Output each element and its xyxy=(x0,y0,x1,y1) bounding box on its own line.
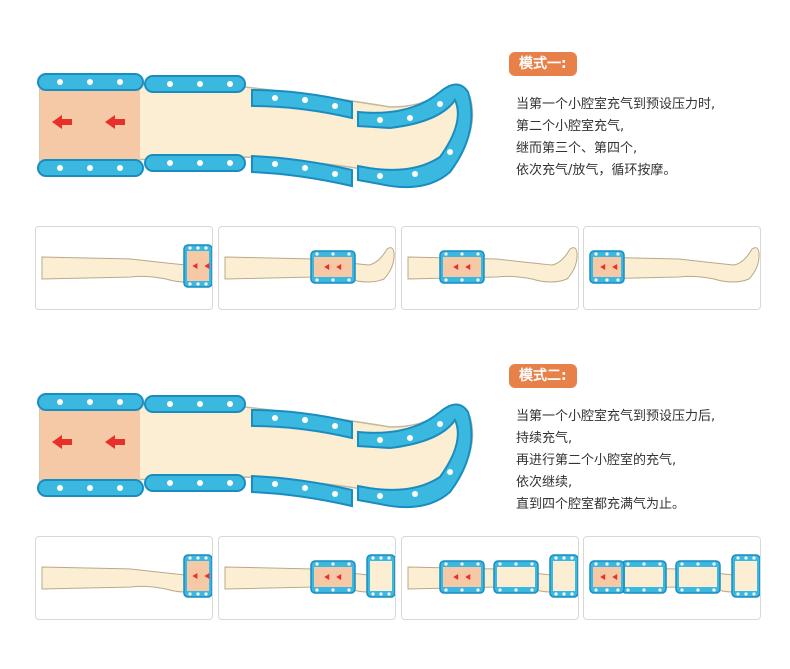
inflated-chamber xyxy=(439,250,485,284)
mode-two-description: 当第一个小腔室充气到预设压力后, 持续充气, 再进行第二个小腔室的充气, 依次继… xyxy=(516,406,786,516)
mode-one-badge: 模式一: xyxy=(509,52,577,76)
description-line: 第二个小腔室充气, xyxy=(516,119,625,134)
description-line: 继而第三个、第四个, xyxy=(516,141,638,156)
description-line: 当第一个小腔室充气到预设压力时, xyxy=(516,97,716,112)
thumbnail-step-1 xyxy=(35,536,213,620)
mode-one-thumbnails xyxy=(35,226,761,310)
thumbnail-step-3 xyxy=(401,536,579,620)
inflated-chamber xyxy=(310,560,356,594)
description-line: 当第一个小腔室充气到预设压力后, xyxy=(516,409,716,424)
description-line: 持续充气, xyxy=(516,431,573,446)
mode-one-section: 模式一: 当第一个小腔室充气到预设压力时, 第二个小腔室充气, 继而第三个、第四… xyxy=(0,0,790,330)
thumbnail-step-4 xyxy=(583,226,761,310)
leg-cuff-illustration xyxy=(37,393,474,509)
thumbnail-step-2 xyxy=(218,226,396,310)
inflated-chamber xyxy=(549,554,578,598)
leg-outline xyxy=(589,247,760,283)
description-line: 再进行第二个小腔室的充气, xyxy=(516,453,677,468)
mode-two-section: 模式二: 当第一个小腔室充气到预设压力后, 持续充气, 再进行第二个小腔室的充气… xyxy=(0,330,790,669)
inflated-chamber xyxy=(621,560,667,594)
inflated-chamber xyxy=(589,560,625,594)
inflated-chamber xyxy=(493,560,539,594)
thumbnail-step-1 xyxy=(35,226,213,310)
description-line: 依次充气/放气，循环按摩。 xyxy=(516,163,677,178)
mode-one-description: 当第一个小腔室充气到预设压力时, 第二个小腔室充气, 继而第三个、第四个, 依次… xyxy=(516,94,786,182)
inflated-chamber xyxy=(366,554,395,598)
inflated-chamber xyxy=(675,560,721,594)
thumbnail-step-2 xyxy=(218,536,396,620)
leg-outline xyxy=(407,247,578,283)
leg-cuff-illustration xyxy=(37,73,474,189)
thumbnail-step-4 xyxy=(583,536,761,620)
description-line: 直到四个腔室都充满气为止。 xyxy=(516,497,686,512)
inflated-chamber xyxy=(439,560,485,594)
inflated-chamber xyxy=(310,250,356,284)
thumbnail-step-3 xyxy=(401,226,579,310)
mode-two-badge: 模式二: xyxy=(509,364,577,388)
description-line: 依次继续, xyxy=(516,475,573,490)
inflated-chamber xyxy=(589,250,625,284)
leg-outline xyxy=(224,247,395,283)
inflated-chamber xyxy=(183,554,212,598)
mode-two-thumbnails xyxy=(35,536,761,620)
inflated-chamber xyxy=(183,244,212,288)
inflated-chamber xyxy=(731,554,760,598)
